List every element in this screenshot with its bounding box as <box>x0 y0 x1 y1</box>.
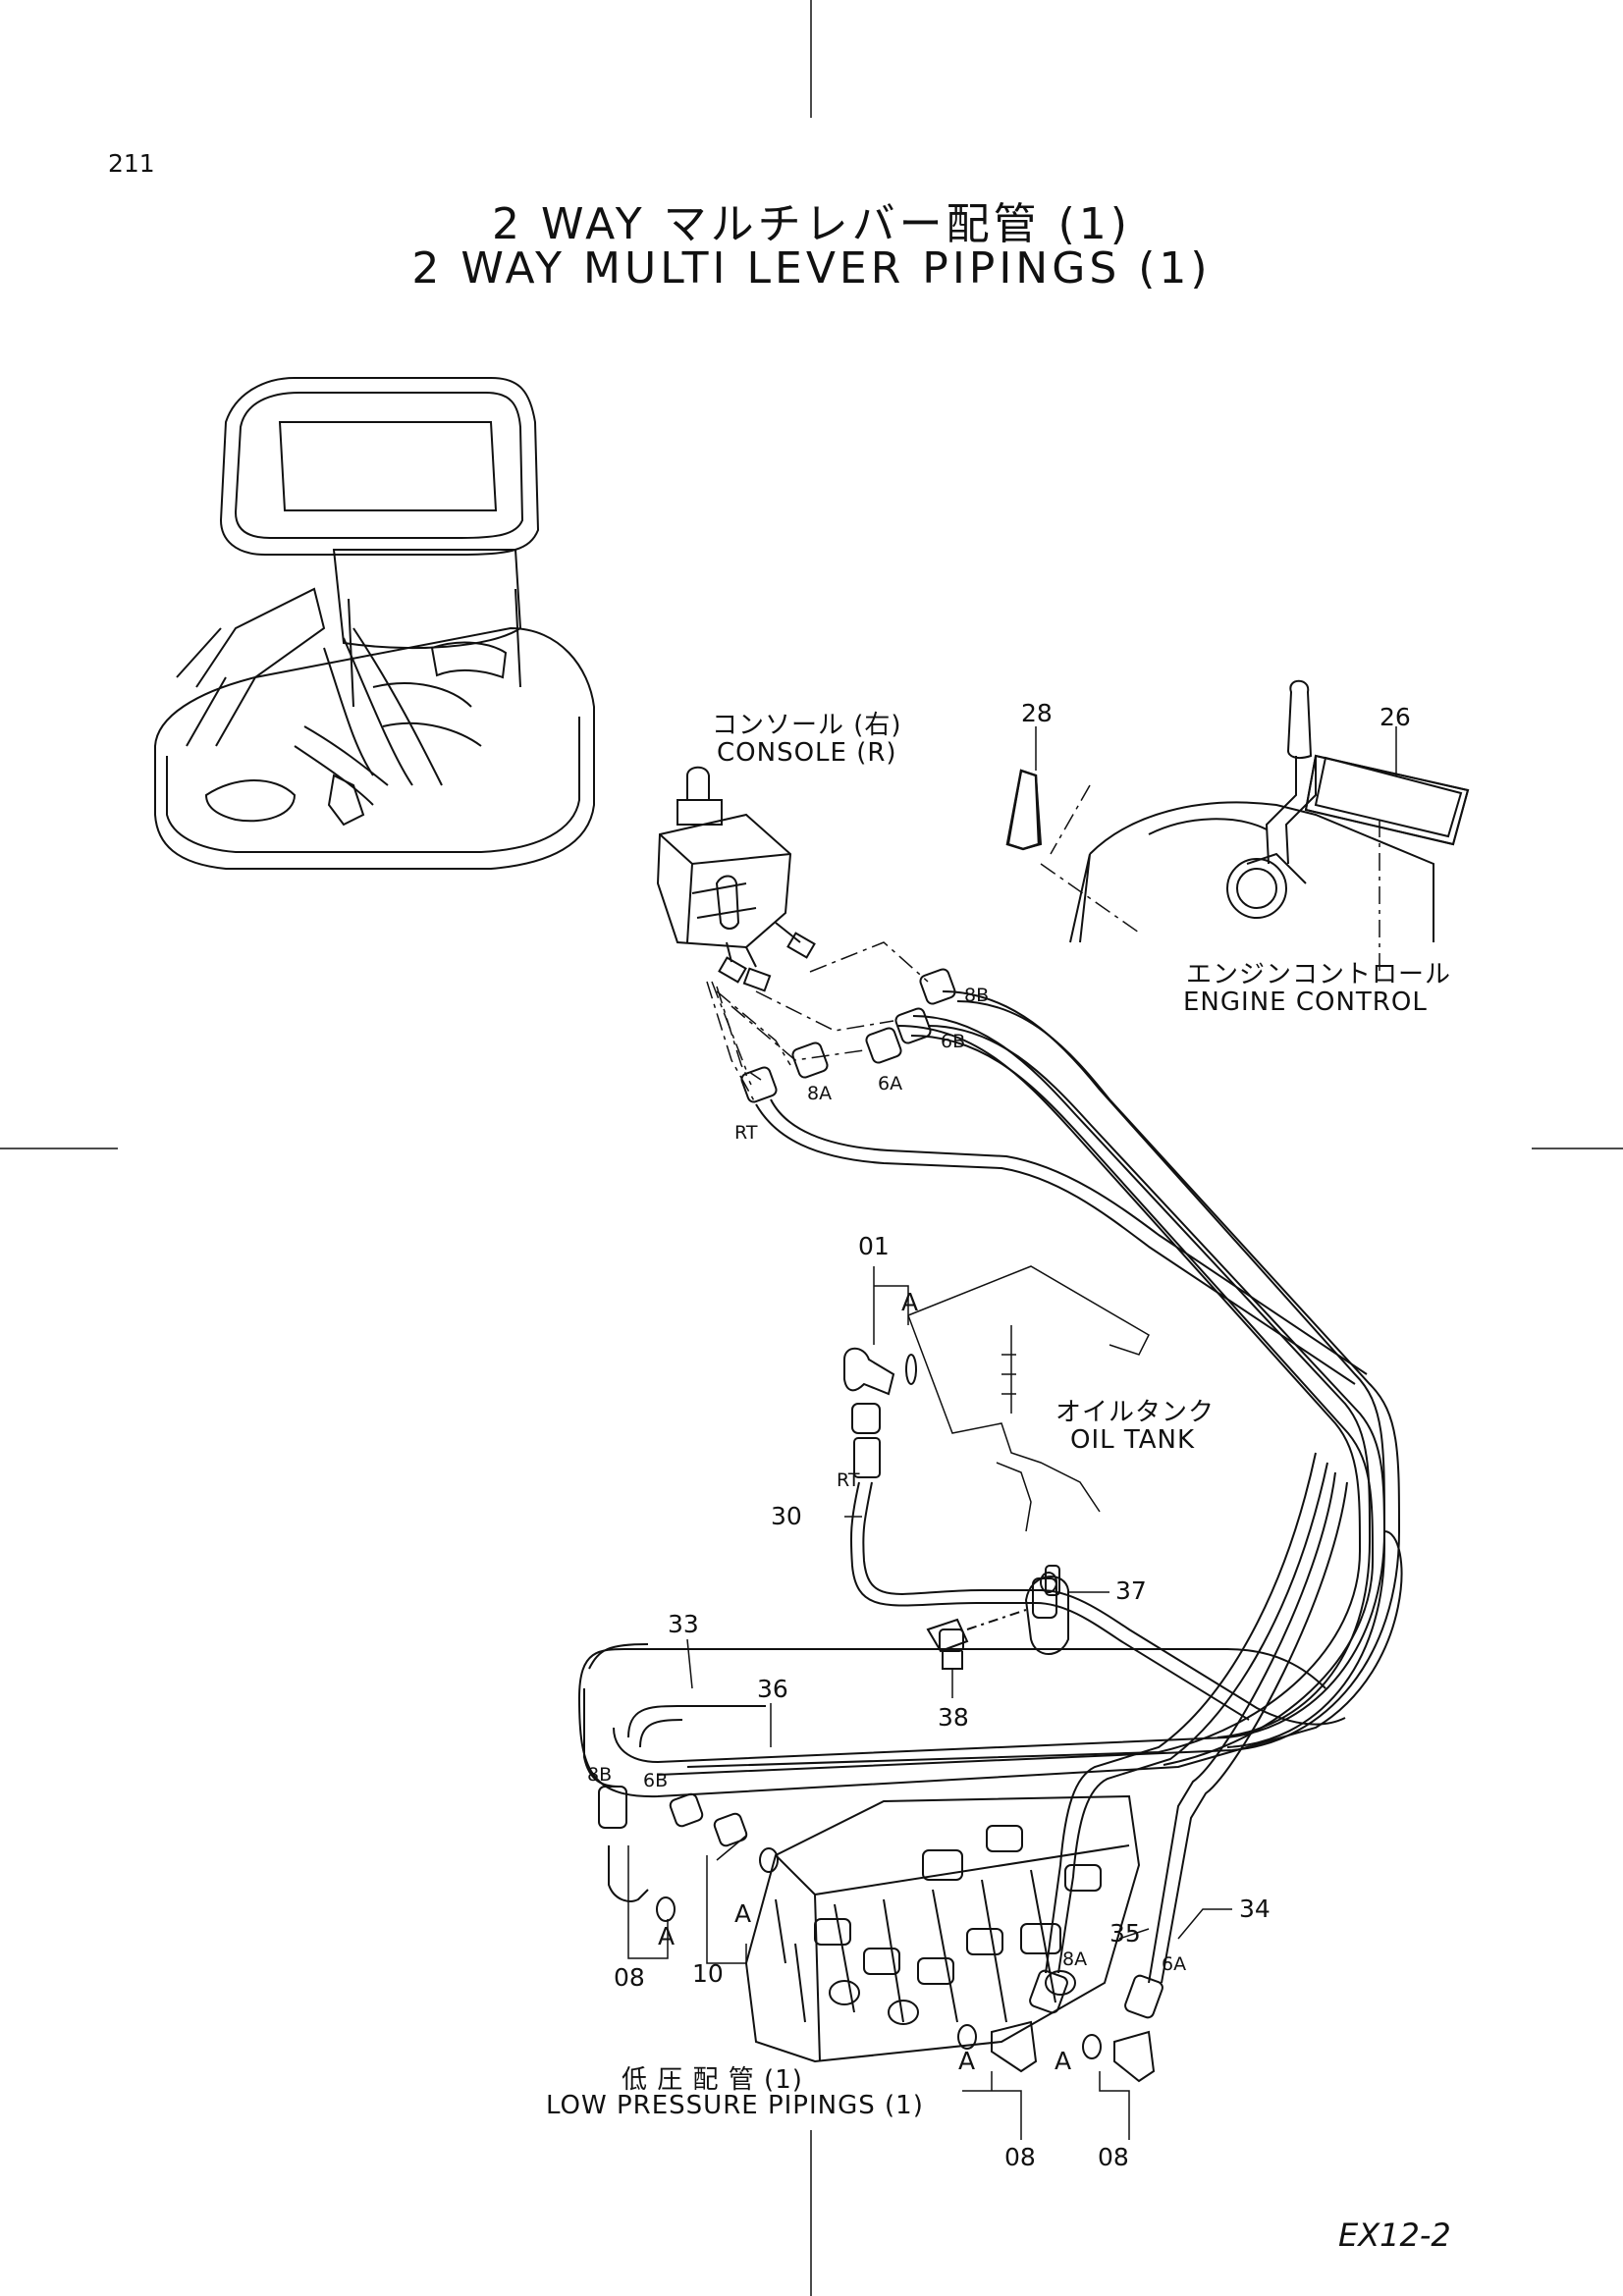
port-mark-6b-console: 6B <box>941 1031 966 1052</box>
console-valve-illustration <box>656 766 816 992</box>
part-number-28: 28 <box>1021 699 1053 727</box>
detail-mark-a-1: A <box>901 1288 919 1316</box>
part-number-26: 26 <box>1380 703 1411 731</box>
console-label-en: CONSOLE (R) <box>717 738 897 768</box>
part-number-36: 36 <box>757 1675 788 1703</box>
part-number-01: 01 <box>858 1232 890 1260</box>
console-label-jp: コンソール (右) <box>712 711 902 740</box>
part-number-08-left: 08 <box>614 1963 645 1992</box>
excavator-overview-illustration <box>154 377 595 870</box>
port-mark-8a-valve: 8A <box>1062 1949 1088 1970</box>
part-number-34: 34 <box>1239 1895 1271 1923</box>
clamp-and-bolt <box>926 1572 1069 1655</box>
hose-fittings <box>598 968 1163 2083</box>
port-mark-6b-valve: 6B <box>643 1770 669 1791</box>
oil-tank-label-en: OIL TANK <box>1070 1425 1196 1455</box>
port-mark-rt-console: RT <box>734 1122 758 1144</box>
title-english: 2 WAY MULTI LEVER PIPINGS (1) <box>411 243 1212 294</box>
part-number-30: 30 <box>771 1502 802 1530</box>
detail-mark-a-5: A <box>1055 2047 1072 2075</box>
page-number: 211 <box>108 149 155 178</box>
drawing-code: EX12-2 <box>1338 2216 1451 2254</box>
port-mark-rt-tank: RT <box>837 1469 860 1491</box>
part-number-38: 38 <box>938 1703 969 1732</box>
part-number-35: 35 <box>1109 1919 1141 1948</box>
port-mark-6a-console: 6A <box>878 1073 903 1095</box>
port-mark-8b-console: 8B <box>964 985 990 1006</box>
part-number-08-right: 08 <box>1098 2143 1129 2171</box>
detail-mark-a-4: A <box>958 2047 976 2075</box>
detail-mark-a-3: A <box>734 1899 752 1928</box>
low-pressure-label-jp: 低 圧 配 管 (1) <box>622 2065 803 2095</box>
oil-tank-illustration <box>907 1265 1150 1532</box>
decal-parts <box>1005 754 1470 851</box>
callout-leaders <box>627 726 1397 2140</box>
leader-lines <box>706 784 1380 1105</box>
detail-mark-a-2: A <box>658 1922 676 1950</box>
engine-control-label-jp: エンジンコントロール <box>1186 960 1452 989</box>
port-mark-6a-valve: 6A <box>1162 1953 1187 1975</box>
title-japanese: 2 WAY マルチレバー配管 (1) <box>492 199 1131 249</box>
engine-control-label-en: ENGINE CONTROL <box>1183 988 1428 1017</box>
port-mark-8a-console: 8A <box>807 1083 833 1104</box>
oil-tank-label-jp: オイルタンク <box>1055 1398 1216 1427</box>
part-number-10: 10 <box>692 1959 724 1988</box>
part-number-37: 37 <box>1115 1576 1147 1605</box>
pilot-hoses <box>577 990 1403 1984</box>
part-number-08-middle: 08 <box>1004 2143 1036 2171</box>
control-valve-block-illustration <box>744 1794 1141 2063</box>
port-mark-8b-valve: 8B <box>587 1764 613 1786</box>
low-pressure-label-en: LOW PRESSURE PIPINGS (1) <box>546 2091 924 2120</box>
part-number-33: 33 <box>668 1610 699 1638</box>
